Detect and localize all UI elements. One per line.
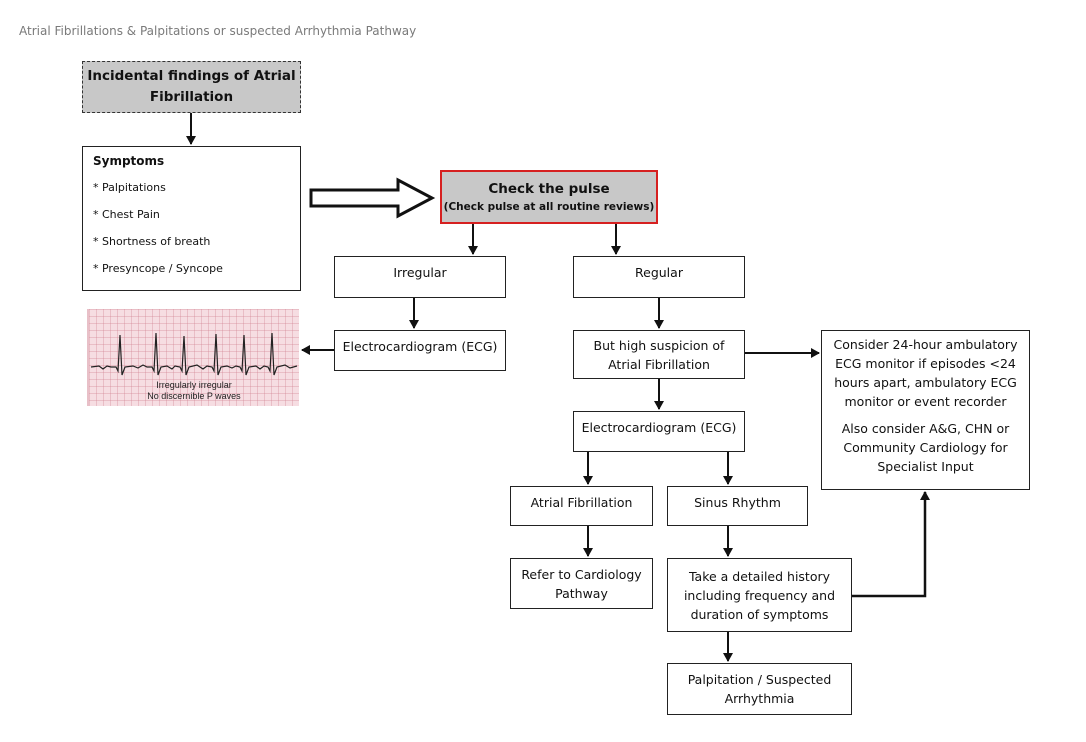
regular-box: Regular xyxy=(573,256,745,298)
symptoms-heading: Symptoms xyxy=(93,154,165,168)
ambulatory-line-1: Consider 24-hour ambulatory xyxy=(833,337,1018,352)
ecg-irregular-box: Electrocardiogram (ECG) xyxy=(334,330,506,371)
high-suspicion-line-1: But high suspicion of xyxy=(593,337,725,353)
regular-label: Regular xyxy=(635,265,683,280)
symptom-item: * Chest Pain xyxy=(93,208,160,221)
arrow-history-to-ambulatory xyxy=(852,491,930,598)
ecg-regular-box: Electrocardiogram (ECG) xyxy=(573,411,745,452)
ambulatory-line-6: Community Cardiology for xyxy=(843,440,1008,455)
palpitation-line-1: Palpitation / Suspected xyxy=(687,672,832,687)
ecg-strip-caption-2: No discernible P waves xyxy=(147,391,241,401)
history-line-1: Take a detailed history xyxy=(688,568,831,584)
atrial-fibrillation-box: Atrial Fibrillation xyxy=(510,486,653,526)
ecg-strip-caption-1: Irregularly irregular xyxy=(156,380,232,390)
palpitation-line-2: Arrhythmia xyxy=(724,691,795,706)
detailed-history-box: Take a detailed history including freque… xyxy=(667,558,852,632)
ambulatory-line-5: Also consider A&G, CHN or xyxy=(841,421,1010,436)
symptoms-box: Symptoms * Palpitations * Chest Pain * S… xyxy=(82,146,301,291)
symptom-item: * Shortness of breath xyxy=(93,235,211,248)
irregular-box: Irregular xyxy=(334,256,506,298)
ecg-irregular-label: Electrocardiogram (ECG) xyxy=(342,339,498,354)
ecg-regular-label: Electrocardiogram (ECG) xyxy=(581,420,737,435)
incidental-findings-box: Incidental findings of Atrial Fibrillati… xyxy=(82,61,301,113)
ambulatory-line-3: hours apart, ambulatory ECG xyxy=(834,375,1017,390)
palpitation-arrhythmia-box: Palpitation / Suspected Arrhythmia xyxy=(667,663,852,715)
high-suspicion-box: But high suspicion of Atrial Fibrillatio… xyxy=(573,330,745,379)
refer-line-1: Refer to Cardiology xyxy=(521,566,642,582)
refer-line-2: Pathway xyxy=(555,585,608,601)
high-suspicion-line-2: Atrial Fibrillation xyxy=(608,356,710,372)
ecg-waveform-graphic xyxy=(90,332,298,376)
sinus-rhythm-box: Sinus Rhythm xyxy=(667,486,808,526)
atrial-fibrillation-label: Atrial Fibrillation xyxy=(530,495,633,510)
check-pulse-box: Check the pulse (Check pulse at all rout… xyxy=(440,170,658,224)
sinus-rhythm-label: Sinus Rhythm xyxy=(694,495,781,510)
ambulatory-line-4: monitor or event recorder xyxy=(844,394,1007,409)
symptom-item: * Palpitations xyxy=(93,181,166,194)
history-line-2: including frequency and xyxy=(683,587,836,603)
check-pulse-title: Check the pulse xyxy=(488,181,610,197)
check-pulse-subtitle: (Check pulse at all routine reviews) xyxy=(443,201,655,213)
incidental-line-1: Incidental findings of Atrial xyxy=(87,68,296,84)
refer-cardiology-box: Refer to Cardiology Pathway xyxy=(510,558,653,609)
incidental-line-2: Fibrillation xyxy=(149,89,234,105)
hollow-arrow-symptoms-to-pulse xyxy=(309,177,436,219)
ecg-strip-image: Irregularly irregular No discernible P w… xyxy=(87,309,299,406)
symptom-item: * Presyncope / Syncope xyxy=(93,262,223,275)
ambulatory-line-7: Specialist Input xyxy=(877,459,974,474)
page-title: Atrial Fibrillations & Palpitations or s… xyxy=(19,24,417,38)
ambulatory-line-2: ECG monitor if episodes <24 xyxy=(835,356,1016,371)
irregular-label: Irregular xyxy=(393,265,447,280)
history-line-3: duration of symptoms xyxy=(690,606,829,622)
ambulatory-monitor-box: Consider 24-hour ambulatory ECG monitor … xyxy=(821,330,1030,490)
